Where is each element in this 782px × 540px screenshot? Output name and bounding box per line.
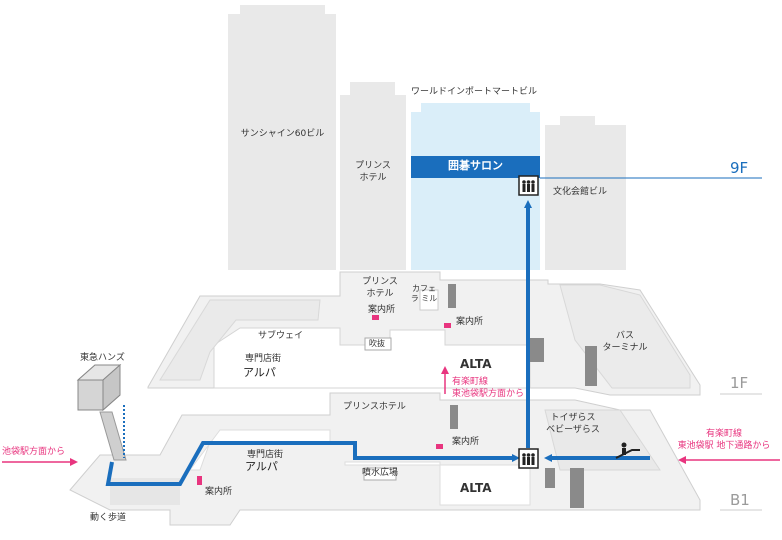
elevator-icon xyxy=(518,448,539,469)
bus-terminal-label: バスターミナル xyxy=(602,331,648,353)
b1-senmonten-small: 専門店街 xyxy=(247,450,284,460)
1f-prince-hotel-label: プリンスホテル xyxy=(362,277,398,299)
tokyu-hands-cube xyxy=(76,363,122,412)
toys-label: トイザらスベビーザらス xyxy=(546,413,600,435)
floor-1f-plate xyxy=(147,271,701,396)
cafe-label: カフェラ ミル xyxy=(410,284,438,303)
1f-alpa-label: アルパ xyxy=(243,366,276,379)
escalator-icon xyxy=(615,442,640,459)
world-import-mart-label: ワールドインポートマートビル xyxy=(411,87,538,97)
floor-b1-label: B1 xyxy=(730,491,750,509)
1f-alta-label: ALTA xyxy=(460,357,492,371)
1f-info-label-1: 案内所 xyxy=(368,305,396,315)
fountain-label: 噴水広場 xyxy=(362,468,399,478)
tokyu-hands-label: 東急ハンズ xyxy=(80,353,125,363)
subway-label: サブウェイ xyxy=(258,331,304,341)
fukinuke-box xyxy=(364,337,392,351)
world-import-mart-building xyxy=(411,103,540,270)
info-marker-icon xyxy=(197,315,451,485)
1f-info-label-2: 案内所 xyxy=(456,317,484,327)
bunka-kaikan-label: 文化会館ビル xyxy=(553,187,608,197)
approach-arrows xyxy=(2,366,780,466)
fountain-box xyxy=(363,467,397,481)
b1-prince-hotel-label: プリンスホテル xyxy=(343,402,406,412)
elevator-icon xyxy=(518,175,539,196)
1f-senmonten-small: 専門店街 xyxy=(245,354,282,364)
b1-yurakucho-label: 有楽町線東池袋駅 地下通路から xyxy=(677,429,771,451)
b1-info-label-right: 案内所 xyxy=(452,437,480,447)
b1-info-label-left: 案内所 xyxy=(205,487,233,497)
stairs-1f xyxy=(448,284,597,386)
sunshine60-building xyxy=(228,5,336,270)
bunka-kaikan-building xyxy=(545,116,626,270)
ikebukuro-label: 池袋駅方面から xyxy=(2,447,66,457)
route-path xyxy=(105,200,650,486)
b1-alta-label: ALTA xyxy=(460,481,492,495)
prince-hotel-tower-label: プリンスホテル xyxy=(355,161,391,183)
stairs-b1 xyxy=(450,405,584,508)
prince-hotel-tower xyxy=(340,82,406,270)
fukinuke-label: 吹抜 xyxy=(369,339,385,348)
escalator-link xyxy=(99,405,127,461)
1f-yurakucho-label: 有楽町線東池袋駅方面から xyxy=(452,377,525,399)
floor-1f-label: 1F xyxy=(730,374,749,392)
go-salon-bar xyxy=(411,156,540,178)
moving-walkway-label: 動く歩道 xyxy=(90,513,127,523)
go-salon-label: 囲碁サロン xyxy=(448,159,503,172)
floor-9f-label: 9F xyxy=(730,159,749,177)
b1-alpa-label: アルパ xyxy=(245,460,278,473)
sunshine60-label: サンシャイン60ビル xyxy=(240,129,325,139)
